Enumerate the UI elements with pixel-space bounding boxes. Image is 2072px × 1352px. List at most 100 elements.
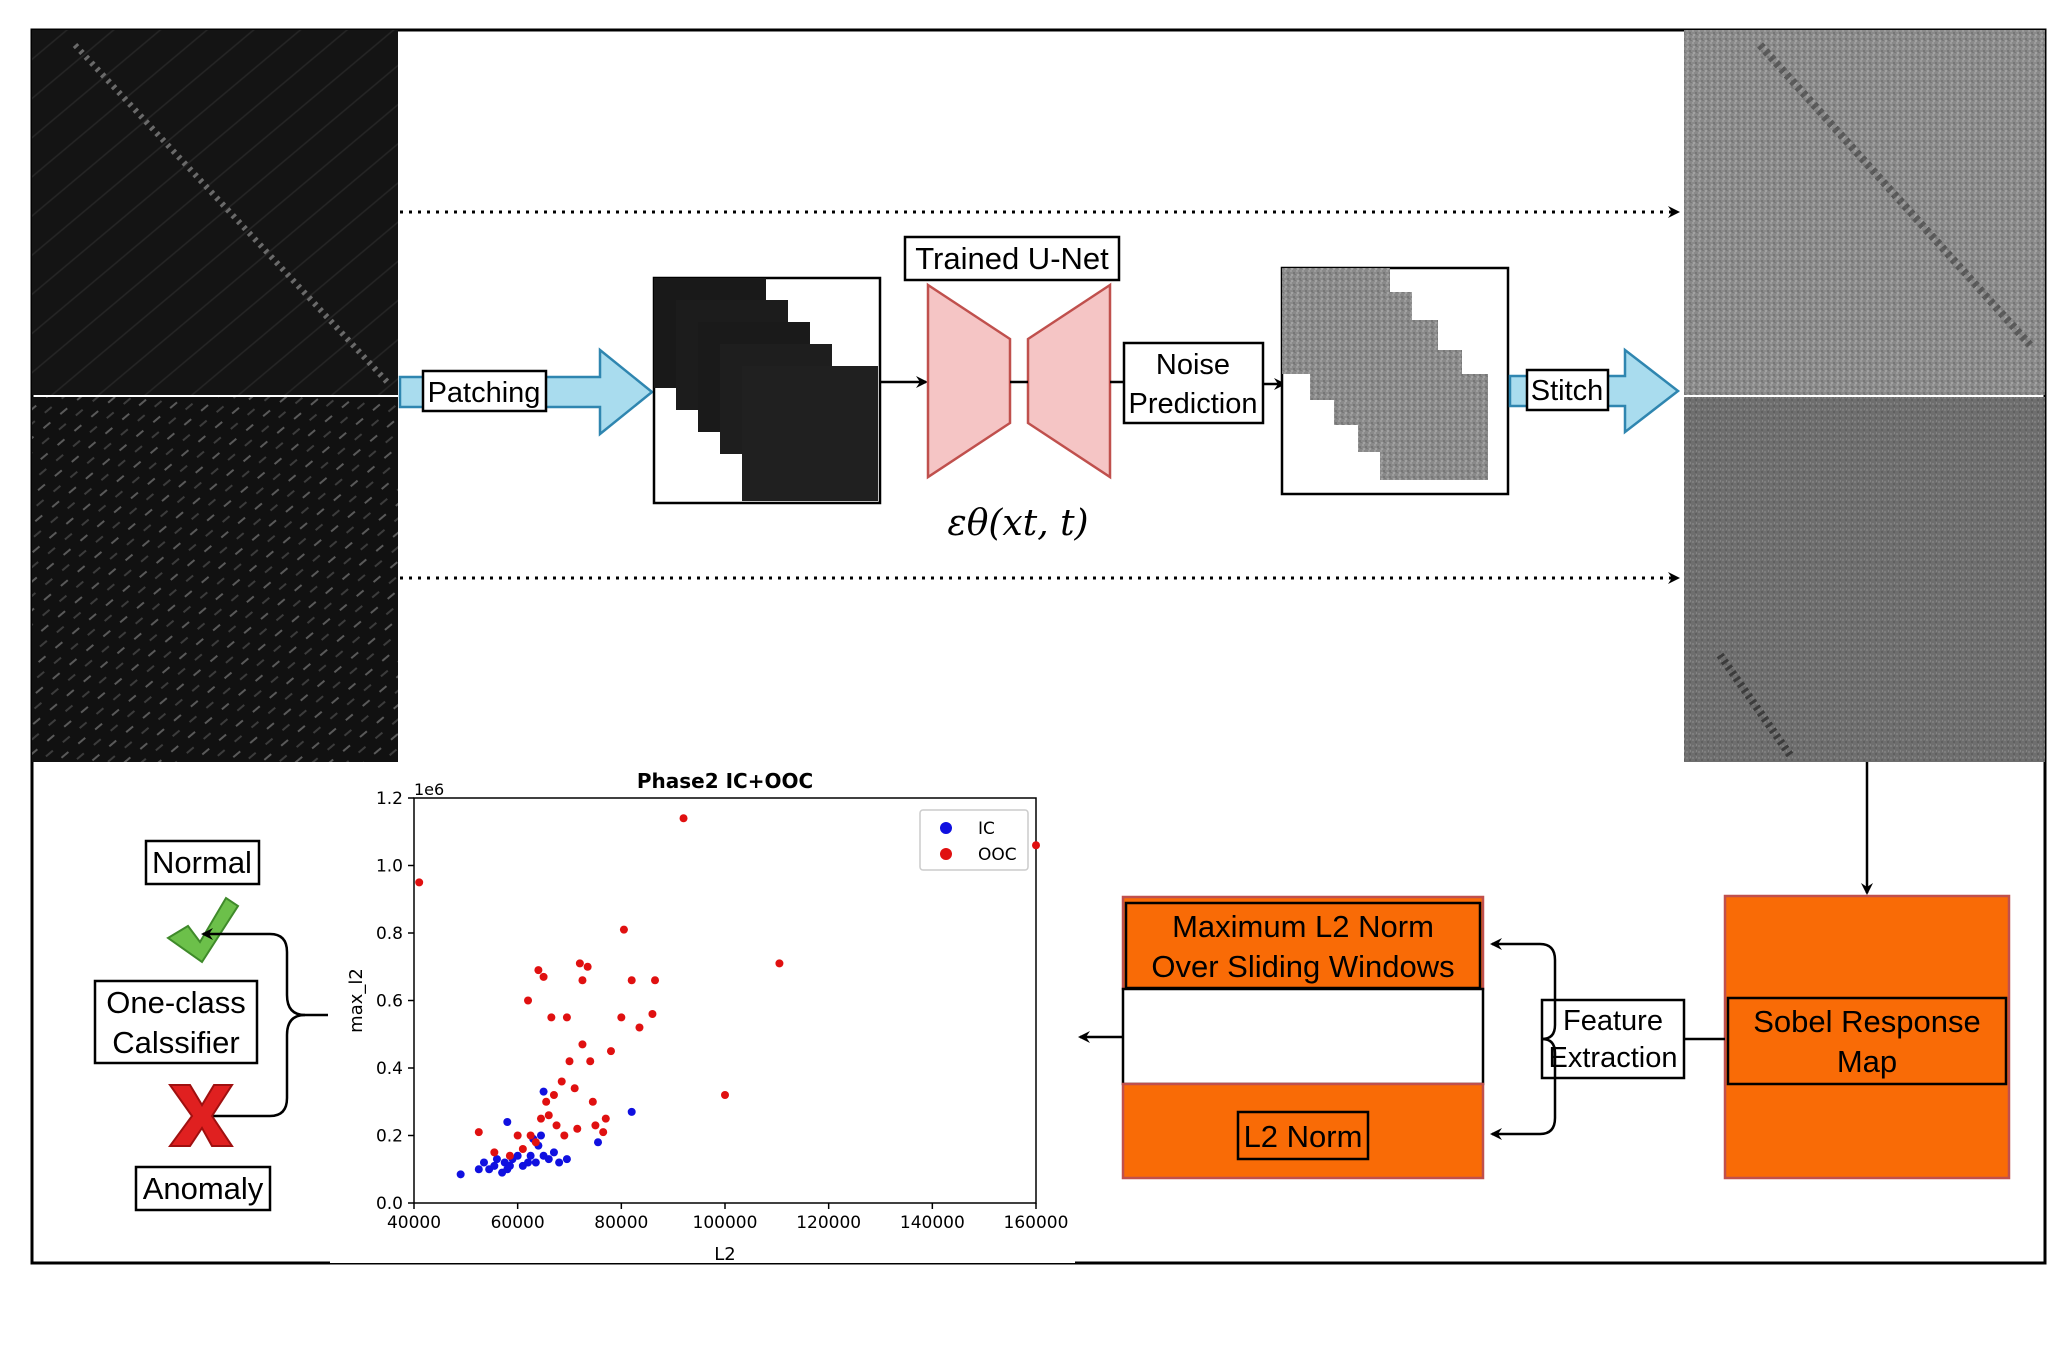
y-tick-label: 1.2 [376,789,403,809]
data-point-ic [627,1107,636,1116]
data-point-ooc [606,1047,615,1056]
data-point-ooc [601,1114,610,1123]
data-point-ooc [578,976,587,985]
stitch-label: Stitch [1531,375,1604,407]
data-point-ooc [617,1013,626,1022]
x-tick-label: 120000 [796,1213,861,1233]
data-point-ooc [573,1124,582,1133]
maxl2-label-1: Maximum L2 Norm [1172,909,1434,944]
data-point-ooc [588,1097,597,1106]
data-point-ooc [526,1131,535,1140]
x-axis-label: L2 [714,1244,735,1265]
data-point-ooc [557,1077,566,1086]
patching-label: Patching [428,377,541,409]
input-image-bottom [32,397,398,762]
data-point-ooc [415,878,424,887]
epsilon-formula: εθ(xt, t) [947,503,1088,544]
x-tick-label: 160000 [1004,1213,1069,1233]
data-point-ooc [562,1013,571,1022]
data-point-ooc [474,1128,483,1137]
x-tick-label: 60000 [491,1213,545,1233]
data-point-ooc [627,976,636,985]
data-point-ooc [575,959,584,968]
data-point-ic [503,1118,512,1126]
data-point-ic [490,1161,499,1170]
data-point-ic [539,1087,548,1096]
maxl2-label-2: Over Sliding Windows [1151,949,1454,984]
data-point-ooc [586,1057,595,1066]
data-point-ooc [552,1121,561,1130]
legend-label-ic: IC [978,819,995,839]
data-point-ic [456,1170,465,1179]
data-point-ooc [536,1114,545,1123]
data-point-ic [474,1165,483,1174]
data-point-ic [526,1151,535,1160]
legend-label-ooc: OOC [978,845,1017,865]
data-point-ic [505,1161,514,1170]
y-tick-label: 0.6 [376,992,403,1012]
data-point-ooc [539,972,548,981]
y-tick-label: 0.4 [376,1059,403,1079]
data-point-ooc [505,1151,514,1160]
data-point-ooc [679,814,688,823]
anomaly-label: Anomaly [143,1171,264,1206]
data-point-ooc [635,1023,644,1032]
x-mark-icon [168,1084,234,1147]
sobel-label-1: Sobel Response [1753,1004,1981,1039]
data-point-ooc [619,925,628,934]
x-tick-label: 40000 [387,1213,441,1233]
x-tick-label: 140000 [900,1213,965,1233]
legend-marker-ooc [940,848,952,860]
data-point-ic [555,1158,564,1167]
classifier-brace [201,928,328,1017]
data-point-ic [492,1155,501,1164]
l2norm-label: L2 Norm [1244,1119,1363,1154]
data-point-ooc [513,1131,522,1140]
data-point-ooc [490,1148,499,1157]
legend-marker-ic [940,822,952,834]
normal-label: Normal [152,845,252,880]
data-point-ooc [591,1121,600,1130]
x-tick-label: 100000 [693,1213,758,1233]
data-point-ooc [518,1145,527,1153]
data-point-ooc [721,1091,729,1099]
data-point-ic [562,1155,571,1164]
data-point-ic [536,1131,545,1140]
unet-label: Trained U-Net [915,241,1109,276]
feature-label-2: Extraction [1549,1042,1678,1074]
checkmark-icon [166,896,240,964]
data-point-ooc [544,1111,553,1120]
feature-label-1: Feature [1563,1005,1663,1037]
data-point-ooc [542,1097,551,1106]
data-point-ooc [599,1128,608,1137]
x-tick-label: 80000 [594,1213,648,1233]
noise-patches-box [1280,266,1510,496]
data-point-ooc [534,966,543,975]
y-tick-label: 0.2 [376,1127,403,1147]
oneclass-label-2: Calssifier [112,1025,239,1060]
data-point-ic [524,1158,533,1167]
data-point-ooc [549,1091,558,1099]
y-tick-label: 1.0 [376,857,403,877]
sobel-label-2: Map [1837,1044,1897,1079]
chart-title: Phase2 IC+OOC [637,769,813,793]
data-point-ic [544,1155,553,1164]
data-point-ic [479,1158,488,1167]
noise-label-1: Noise [1156,349,1230,381]
data-point-ooc [583,962,592,971]
feature-stack [1121,895,1485,1180]
data-point-ooc [560,1131,569,1140]
data-point-ic [549,1148,558,1157]
data-point-ooc [648,1010,657,1018]
data-point-ooc [531,1138,540,1147]
data-point-ic [531,1158,540,1167]
data-point-ooc [570,1084,579,1093]
data-point-ooc [1032,841,1040,850]
brace-to-features [1490,938,1557,1041]
y-tick-label: 0.0 [376,1194,403,1214]
patches-box [652,276,882,505]
oneclass-label-1: One-class [106,985,246,1020]
sobel-box [1723,894,2011,1180]
data-point-ooc [578,1040,587,1049]
